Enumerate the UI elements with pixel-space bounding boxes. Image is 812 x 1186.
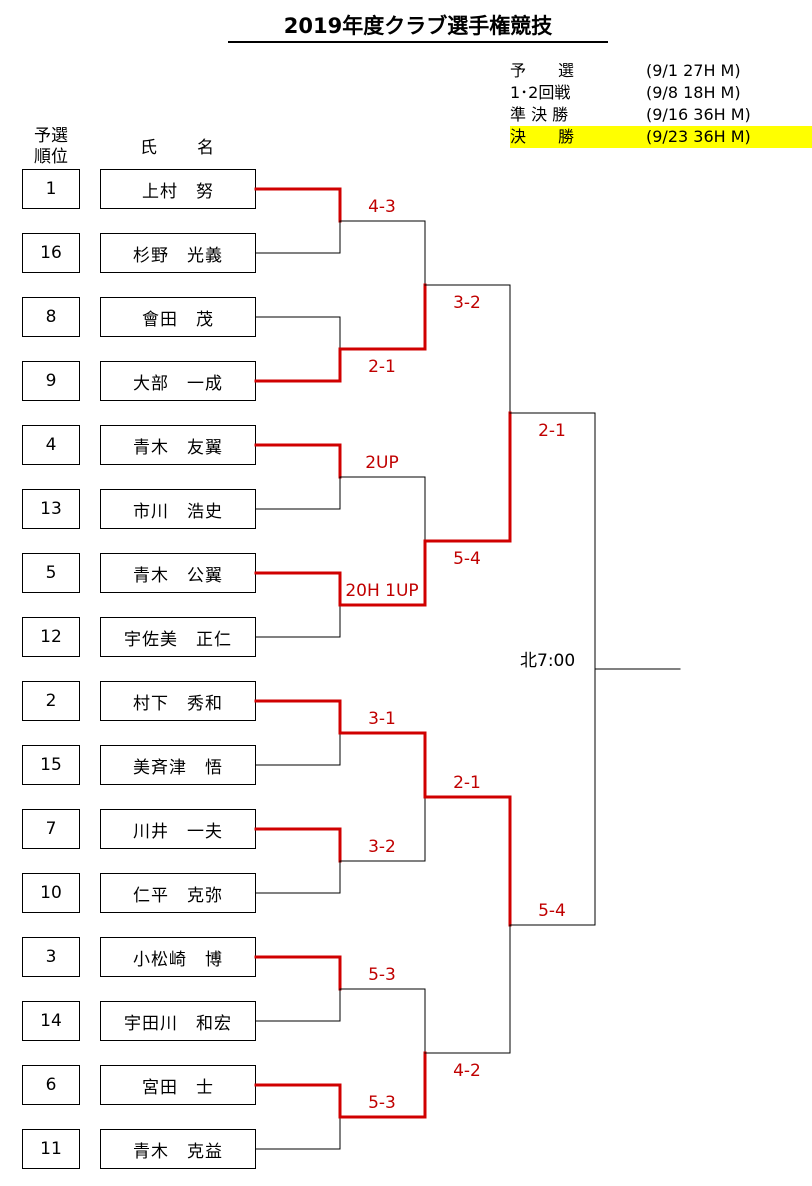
header-rank-line: 順位 [34, 147, 68, 167]
player-rank-box: 16 [22, 233, 80, 273]
match-score: 3-2 [453, 293, 481, 313]
player-rank-box: 12 [22, 617, 80, 657]
schedule-row: 1･2回戦 (9/8 18H M) [510, 82, 812, 104]
player-rank-box: 6 [22, 1065, 80, 1105]
player-rank-box: 9 [22, 361, 80, 401]
match-score: 3-2 [368, 837, 396, 857]
player-rank-box: 10 [22, 873, 80, 913]
match-score: 2UP [365, 453, 399, 473]
header-qualifying-rank: 予選順位 [22, 126, 80, 168]
player-name-box: 宇田川 和宏 [100, 1001, 256, 1041]
player-rank-box: 14 [22, 1001, 80, 1041]
player-rank-box: 2 [22, 681, 80, 721]
player-name-box: 美斉津 悟 [100, 745, 256, 785]
match-score: 20H 1UP [345, 581, 419, 601]
player-name-box: 青木 公翼 [100, 553, 256, 593]
schedule-row: 準 決 勝 (9/16 36H M) [510, 104, 812, 126]
schedule-row: 決 勝 (9/23 36H M) [510, 126, 812, 148]
player-name-box: 宮田 士 [100, 1065, 256, 1105]
player-name-box: 上村 努 [100, 169, 256, 209]
player-name-box: 杉野 光義 [100, 233, 256, 273]
player-rank-box: 4 [22, 425, 80, 465]
player-name-box: 宇佐美 正仁 [100, 617, 256, 657]
schedule-row: 予 選 (9/1 27H M) [510, 60, 812, 82]
player-rank-box: 5 [22, 553, 80, 593]
player-name-box: 會田 茂 [100, 297, 256, 337]
header-player-name: 氏 名 [140, 138, 216, 158]
match-score: 4-3 [368, 197, 396, 217]
player-rank-box: 3 [22, 937, 80, 977]
final-venue-time: 北7:00 [520, 651, 576, 671]
match-score: 2-1 [453, 773, 481, 793]
schedule-detail: (9/16 36H M) [646, 105, 751, 124]
player-name-box: 仁平 克弥 [100, 873, 256, 913]
match-score: 5-3 [368, 965, 396, 985]
schedule-round: 準 決 勝 [510, 105, 569, 124]
player-name-box: 村下 秀和 [100, 681, 256, 721]
player-rank-box: 1 [22, 169, 80, 209]
player-rank-box: 15 [22, 745, 80, 785]
player-rank-box: 11 [22, 1129, 80, 1169]
schedule-round: 決 勝 [510, 127, 575, 146]
schedule-round: 1･2回戦 [510, 83, 571, 102]
match-score: 5-3 [368, 1093, 396, 1113]
match-score: 2-1 [368, 357, 396, 377]
player-name-box: 青木 友翼 [100, 425, 256, 465]
player-name-box: 青木 克益 [100, 1129, 256, 1169]
match-score: 3-1 [368, 709, 396, 729]
match-score: 5-4 [453, 549, 481, 569]
match-score: 5-4 [538, 901, 566, 921]
player-rank-box: 8 [22, 297, 80, 337]
schedule-round: 予 選 [510, 61, 575, 80]
player-rank-box: 7 [22, 809, 80, 849]
player-rank-box: 13 [22, 489, 80, 529]
schedule-detail: (9/1 27H M) [646, 61, 741, 80]
schedule-detail: (9/23 36H M) [646, 127, 751, 146]
player-name-box: 大部 一成 [100, 361, 256, 401]
page-title: 2019年度クラブ選手権競技 [228, 12, 608, 43]
header-rank-line: 予選 [34, 126, 68, 146]
match-score: 4-2 [453, 1061, 481, 1081]
player-name-box: 小松崎 博 [100, 937, 256, 977]
match-score: 2-1 [538, 421, 566, 441]
schedule-detail: (9/8 18H M) [646, 83, 741, 102]
